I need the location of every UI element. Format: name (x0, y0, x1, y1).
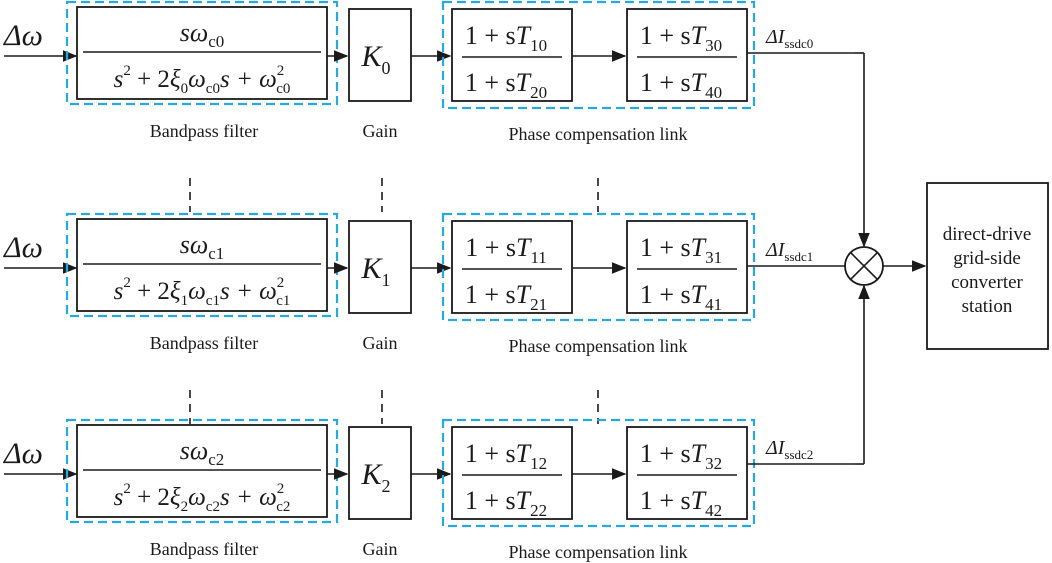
phase-compensation-block-1 (451, 426, 573, 520)
bandpass-filter-caption: Bandpass filter (150, 333, 258, 353)
gain-block (348, 426, 412, 520)
converter-station-label-line-3: station (962, 296, 1013, 317)
bandpass-filter-group-border (65, 0, 339, 106)
phase-compensation-caption: Phase compensation link (509, 336, 688, 356)
phase-compensation-group-border (441, 212, 756, 322)
phase-compensation-block-2 (626, 8, 748, 102)
summing-junction-cross-b (850, 252, 878, 280)
phase-compensation-block-2-numerator: 1 + sT32 (640, 439, 722, 473)
phase-compensation-block-1 (451, 220, 573, 314)
bandpass-filter-block (76, 424, 328, 518)
phase-compensation-block-1-numerator: 1 + sT10 (465, 21, 547, 55)
bandpass-filter-group-border (65, 418, 339, 524)
phase-compensation-block-2 (626, 220, 748, 314)
phase-compensation-group-border (441, 418, 756, 528)
output-current-label: ΔIssdc1 (765, 239, 813, 264)
phase-compensation-block-2-denominator: 1 + sT42 (640, 486, 722, 520)
phase-compensation-caption: Phase compensation link (509, 124, 688, 144)
bandpass-filter-caption: Bandpass filter (150, 539, 258, 559)
phase-compensation-block-1-denominator: 1 + sT21 (465, 280, 547, 314)
bandpass-filter-group-border (65, 212, 339, 318)
phase-compensation-block-2-numerator: 1 + sT30 (640, 21, 722, 55)
converter-station-label-line-2: converter (951, 272, 1023, 293)
output-current-label: ΔIssdc0 (765, 26, 813, 51)
phase-compensation-block-1-denominator: 1 + sT22 (465, 486, 547, 520)
gain-caption: Gain (363, 121, 398, 141)
gain-block (348, 220, 412, 314)
input-delta-omega-label: Δω (3, 437, 43, 470)
phase-compensation-block-2-numerator: 1 + sT31 (640, 233, 722, 267)
gain-caption: Gain (363, 539, 398, 559)
phase-compensation-group-border (441, 0, 756, 110)
output-current-label: ΔIssdc2 (765, 437, 813, 462)
gain-label: K2 (360, 458, 390, 496)
input-delta-omega-label: Δω (3, 19, 43, 52)
phase-compensation-block-2-denominator: 1 + sT40 (640, 68, 722, 102)
phase-compensation-block-1 (451, 8, 573, 102)
bandpass-filter-block (76, 218, 328, 312)
gain-label: K0 (360, 40, 390, 78)
converter-station-label-line-0: direct-drive (943, 224, 1032, 245)
phase-compensation-block-1-denominator: 1 + sT20 (465, 68, 547, 102)
converter-station-block (926, 182, 1049, 350)
gain-caption: Gain (363, 333, 398, 353)
bandpass-numerator: sωc0 (180, 18, 225, 51)
bandpass-numerator: sωc1 (180, 230, 225, 263)
input-delta-omega-label: Δω (3, 231, 43, 264)
gain-block (348, 8, 412, 102)
phase-compensation-block-2-denominator: 1 + sT41 (640, 280, 722, 314)
bandpass-numerator: sωc2 (180, 436, 225, 469)
converter-station-label-line-1: grid-side (953, 248, 1021, 269)
phase-compensation-block-1-numerator: 1 + sT11 (465, 233, 547, 267)
phase-compensation-caption: Phase compensation link (509, 542, 688, 562)
bandpass-filter-block (76, 6, 328, 100)
phase-compensation-block-2 (626, 426, 748, 520)
gain-label: K1 (360, 252, 390, 290)
bandpass-filter-caption: Bandpass filter (150, 121, 258, 141)
phase-compensation-block-1-numerator: 1 + sT12 (465, 439, 547, 473)
